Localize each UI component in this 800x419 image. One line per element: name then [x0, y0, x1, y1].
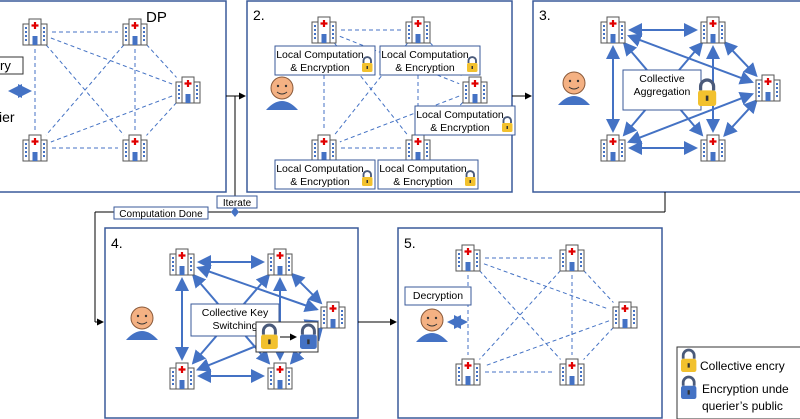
local-computation-box-text: Local Computation [416, 109, 504, 121]
dp-connection [50, 95, 173, 143]
panel-5-number: 5. [404, 235, 416, 251]
hospital-icon [700, 16, 726, 44]
local-computation-box: Local Computation& Encryption [377, 159, 479, 190]
local-computation-box-text: & Encryption [430, 122, 490, 134]
decision-diamond [231, 207, 239, 217]
hospital-icon [267, 248, 293, 276]
legend: Collective encry Encryption unde querier… [676, 346, 800, 419]
local-computation-box-text: & Encryption [290, 62, 350, 74]
local-computation-box: Local Computation& Encryption [274, 45, 376, 76]
key-switching-box-text: Switching [213, 320, 258, 332]
dp-connection [583, 327, 614, 360]
collective-aggregation-box-text: Collective [639, 73, 685, 85]
hospital-icon [22, 134, 48, 162]
local-computation-box: Local Computation& Encryption [379, 45, 481, 76]
key-switching-box-text: Collective Key [202, 307, 269, 319]
hospital-icon [455, 244, 481, 272]
local-computation-box-text: & Encryption [290, 176, 350, 188]
hospital-icon [462, 76, 488, 104]
dp-connection [146, 44, 177, 78]
local-computation-box-text: Local Computation [379, 163, 467, 175]
dp-connection [50, 37, 173, 85]
legend-querier-text-2: querier’s public [702, 399, 783, 413]
collective-lock-icon [261, 323, 278, 349]
iterate-label: Iterate [216, 195, 258, 209]
key-switch-locks [255, 321, 319, 353]
panel-3 [532, 0, 800, 193]
querier-label: ier [0, 109, 15, 125]
hospital-icon [169, 248, 195, 276]
hospital-icon [405, 16, 431, 44]
hospital-icon [612, 301, 638, 329]
dp-connection [583, 270, 614, 303]
legend-collective-text: Collective encry [700, 359, 785, 373]
collective-aggregation-box-text: Aggregation [634, 86, 691, 98]
decryption-box: Decryption [404, 286, 472, 306]
query-label: ry [0, 58, 11, 73]
collective-lock-icon [502, 116, 513, 132]
dp-connection [45, 44, 125, 136]
dp-connection [483, 320, 610, 367]
hospital-icon [559, 358, 585, 386]
collective-lock-icon [467, 56, 478, 72]
local-computation-box-text: & Encryption [395, 62, 455, 74]
computation-done-label: Computation Done [113, 206, 209, 220]
hospital-icon [755, 74, 781, 102]
panel-5 [397, 227, 663, 419]
hospital-icon [600, 16, 626, 44]
hospital-icon [600, 134, 626, 162]
hospital-icon [559, 244, 585, 272]
panel-2-number: 2. [253, 7, 265, 23]
querier-person-icon [126, 306, 158, 340]
local-computation-box-text: & Encryption [393, 176, 453, 188]
querier-person-icon [416, 308, 448, 342]
hospital-icon [122, 134, 148, 162]
local-computation-box: Local Computation& Encryption [414, 105, 516, 136]
dp-label: DP [146, 9, 167, 26]
computation-done-text: Computation Done [119, 209, 203, 220]
hospital-icon [311, 134, 337, 162]
collective-lock-icon [362, 56, 373, 72]
querier-lock-icon [681, 375, 697, 399]
collective-lock-icon [698, 78, 717, 106]
dp-connection [290, 272, 323, 305]
querier-person-icon [266, 76, 298, 110]
hospital-icon [122, 18, 148, 46]
hospital-icon [455, 358, 481, 386]
hospital-icon [700, 134, 726, 162]
querier-person-icon [558, 71, 590, 105]
dp-connection [339, 95, 460, 143]
panel-3-number: 3. [539, 7, 551, 23]
hospital-icon [267, 362, 293, 390]
dp-connection [146, 102, 177, 136]
local-computation-box: Local Computation& Encryption [274, 159, 376, 190]
collective-lock-icon [465, 170, 476, 186]
dp-connection [479, 270, 561, 360]
collective-lock-icon [681, 348, 697, 372]
dp-connection [723, 99, 758, 137]
local-computation-box-text: Local Computation [276, 163, 364, 175]
collective-lock-icon [362, 170, 373, 186]
hospital-icon [22, 18, 48, 46]
hospital-icon [169, 362, 195, 390]
querier-lock-icon [300, 323, 317, 349]
dp-connection [723, 40, 758, 78]
hospital-icon [311, 16, 337, 44]
decryption-box-text: Decryption [413, 290, 463, 302]
hospital-icon [405, 134, 431, 162]
local-computation-box-text: Local Computation [381, 49, 469, 61]
local-computation-box-text: Local Computation [276, 49, 364, 61]
dp-connection [334, 42, 408, 136]
hospital-icon [320, 301, 346, 329]
iterate-text: Iterate [223, 198, 252, 209]
legend-querier-text-1: Encryption unde [702, 382, 789, 396]
panel-4 [104, 227, 359, 419]
hospital-icon [175, 76, 201, 104]
panel-4-number: 4. [111, 235, 123, 251]
dp-connection [479, 270, 561, 360]
